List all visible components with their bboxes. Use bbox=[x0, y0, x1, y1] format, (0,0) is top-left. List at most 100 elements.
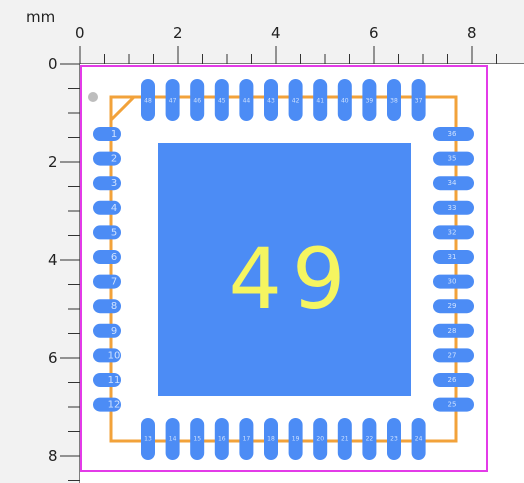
top-ruler-label: 2 bbox=[173, 24, 183, 42]
pad-bottom bbox=[288, 418, 303, 460]
pad-left bbox=[93, 348, 121, 363]
pin-number: 47 bbox=[169, 98, 177, 105]
pad-right bbox=[433, 397, 474, 412]
left-ruler-label: 0 bbox=[48, 55, 58, 73]
pin-number: 1 bbox=[111, 129, 117, 140]
pad-left bbox=[93, 176, 121, 191]
pin-number: 5 bbox=[111, 227, 117, 238]
pin-number: 34 bbox=[448, 179, 457, 187]
pin-number: 24 bbox=[415, 436, 423, 443]
pin-number: 7 bbox=[111, 277, 117, 288]
pin-number: 8 bbox=[111, 301, 117, 312]
pad-top bbox=[362, 79, 377, 121]
ruler-left bbox=[0, 0, 80, 483]
pad-right bbox=[433, 200, 474, 215]
top-ruler-label: 0 bbox=[75, 24, 85, 42]
top-ruler-label: 4 bbox=[271, 24, 281, 42]
pin-number: 20 bbox=[316, 436, 324, 443]
pin-number: 40 bbox=[341, 98, 349, 105]
pad-right bbox=[433, 250, 474, 264]
pad-top bbox=[313, 79, 328, 121]
pin-number: 27 bbox=[448, 351, 457, 359]
left-ruler-label: 6 bbox=[48, 349, 58, 367]
ruler-top bbox=[0, 0, 524, 64]
pin-number: 43 bbox=[267, 98, 275, 105]
pin-number: 3 bbox=[111, 178, 117, 189]
courtyard-outline bbox=[80, 65, 488, 472]
pad-bottom bbox=[165, 418, 180, 460]
pin-number: 23 bbox=[390, 436, 398, 443]
pin-number: 15 bbox=[193, 436, 201, 443]
pad-left bbox=[93, 250, 121, 264]
units-label: mm bbox=[26, 8, 55, 26]
pin-number: 35 bbox=[448, 155, 457, 163]
pin-number: 39 bbox=[366, 98, 374, 105]
pin-number: 26 bbox=[448, 376, 457, 384]
pad-top bbox=[387, 79, 401, 121]
pad-left bbox=[93, 200, 121, 215]
pin-number: 18 bbox=[267, 436, 275, 443]
pad-left bbox=[93, 127, 121, 141]
pin-number: 41 bbox=[316, 98, 324, 105]
pad-top bbox=[411, 79, 426, 121]
pad-left bbox=[93, 151, 121, 166]
pad-bottom bbox=[387, 418, 401, 460]
pad-top bbox=[141, 79, 155, 121]
pin-number: 44 bbox=[243, 98, 251, 105]
pad-right bbox=[433, 323, 474, 338]
pad-bottom bbox=[190, 418, 205, 460]
left-ruler-label: 2 bbox=[48, 153, 58, 171]
pin-number: 16 bbox=[218, 436, 226, 443]
pin-number: 12 bbox=[108, 400, 121, 411]
pad-top bbox=[165, 79, 180, 121]
pin-number: 9 bbox=[111, 326, 117, 337]
pin-number: 32 bbox=[448, 228, 457, 236]
pin-number: 31 bbox=[448, 253, 457, 261]
pin-number: 25 bbox=[448, 401, 457, 409]
pad-right bbox=[433, 151, 474, 166]
center-pad bbox=[158, 143, 411, 396]
top-ruler-label: 6 bbox=[369, 24, 379, 42]
pad-left bbox=[93, 373, 121, 387]
pad-left bbox=[93, 397, 121, 412]
pin-number: 19 bbox=[292, 436, 300, 443]
pad-right bbox=[433, 127, 474, 141]
pad-bottom bbox=[239, 418, 254, 460]
pad-right bbox=[433, 225, 474, 240]
silkscreen-outline bbox=[109, 95, 458, 443]
pad-top bbox=[264, 79, 278, 121]
pin-number: 10 bbox=[108, 350, 121, 361]
pin-number: 11 bbox=[108, 375, 121, 386]
pin-number: 22 bbox=[366, 436, 374, 443]
pad-top bbox=[288, 79, 303, 121]
pad-left bbox=[93, 299, 121, 314]
pin-number: 36 bbox=[448, 130, 457, 138]
pin1-marker bbox=[88, 92, 98, 102]
pin-number: 21 bbox=[341, 436, 349, 443]
pad-bottom bbox=[141, 418, 155, 460]
top-ruler-label: 8 bbox=[467, 24, 477, 42]
silkscreen-pin1-chamfer bbox=[109, 95, 136, 122]
pad-bottom bbox=[214, 418, 229, 460]
pin-number: 6 bbox=[111, 252, 117, 263]
pin-number: 2 bbox=[111, 154, 117, 165]
pin-number: 42 bbox=[292, 98, 300, 105]
pad-bottom bbox=[362, 418, 377, 460]
pin-number: 46 bbox=[193, 98, 201, 105]
pin-number: 17 bbox=[243, 436, 251, 443]
pad-bottom bbox=[264, 418, 278, 460]
pad-left bbox=[93, 323, 121, 338]
pad-right bbox=[433, 373, 474, 387]
pad-top bbox=[239, 79, 254, 121]
pin-number: 4 bbox=[111, 203, 117, 214]
left-ruler-label: 8 bbox=[48, 447, 58, 465]
pad-left bbox=[93, 225, 121, 240]
pin-number: 45 bbox=[218, 98, 226, 105]
pad-bottom bbox=[313, 418, 328, 460]
pin-number: 28 bbox=[448, 327, 457, 335]
pad-right bbox=[433, 299, 474, 314]
pin-number: 38 bbox=[390, 98, 398, 105]
pin-number: 13 bbox=[144, 436, 152, 443]
